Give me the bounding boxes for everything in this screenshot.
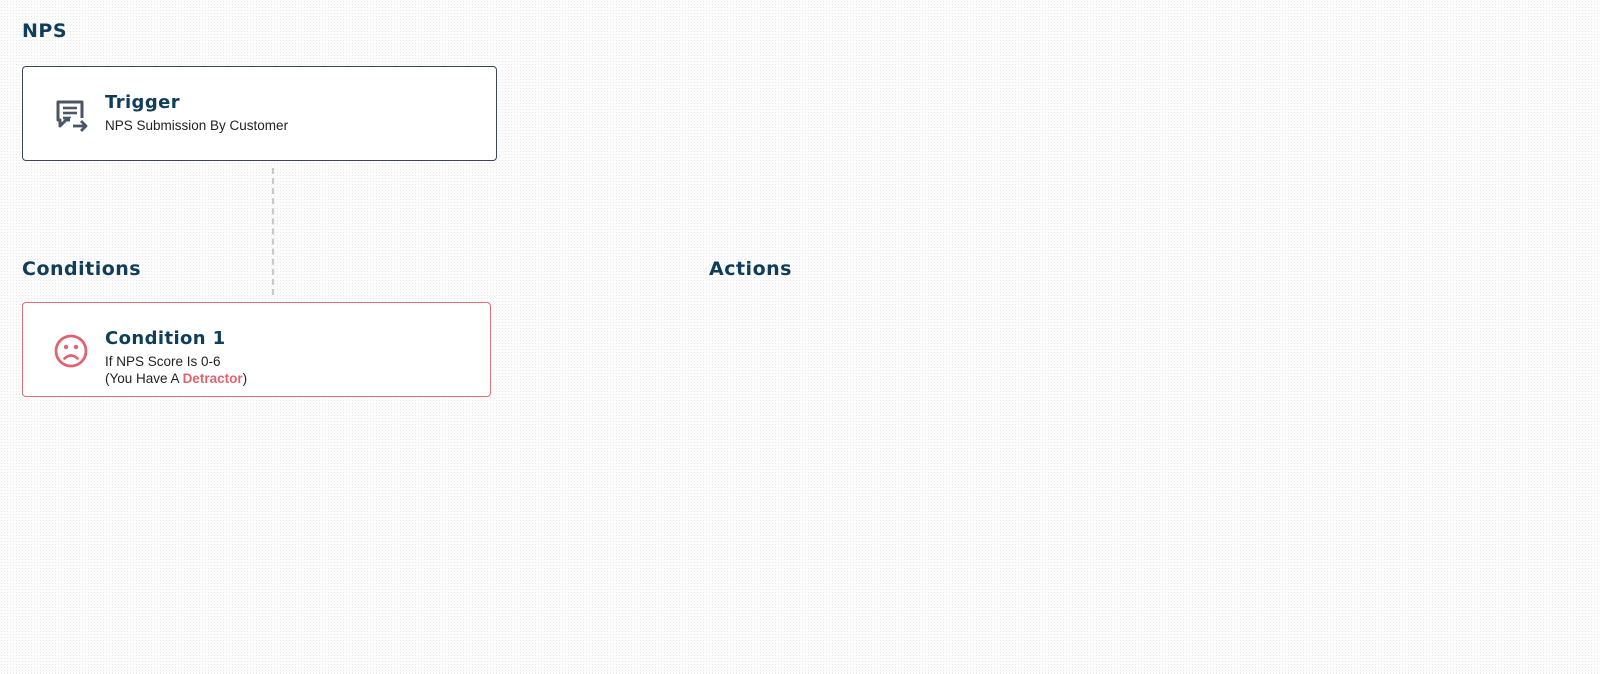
- actions-heading: Actions: [709, 258, 792, 280]
- page-title: NPS: [22, 20, 68, 42]
- condition-title: Condition 1: [105, 328, 226, 349]
- trigger-title: Trigger: [105, 92, 181, 113]
- sad-face-icon: [53, 333, 89, 369]
- condition-note-suffix: ): [242, 371, 248, 386]
- conditions-heading: Conditions: [22, 258, 142, 280]
- condition-card[interactable]: Condition 1 If NPS Score Is 0-6 (You Hav…: [22, 302, 491, 397]
- trigger-card[interactable]: Trigger NPS Submission By Customer: [22, 66, 497, 161]
- condition-description: If NPS Score Is 0-6 (You Have A Detracto…: [105, 353, 247, 387]
- detractor-label: Detractor: [182, 371, 243, 386]
- condition-note-prefix: (You Have A: [105, 371, 183, 386]
- trigger-description: NPS Submission By Customer: [105, 118, 289, 133]
- condition-rule: If NPS Score Is 0-6: [105, 354, 221, 369]
- connector-line: [272, 168, 274, 295]
- condition-note: (You Have A Detractor): [105, 370, 247, 387]
- message-forward-icon: [53, 97, 89, 133]
